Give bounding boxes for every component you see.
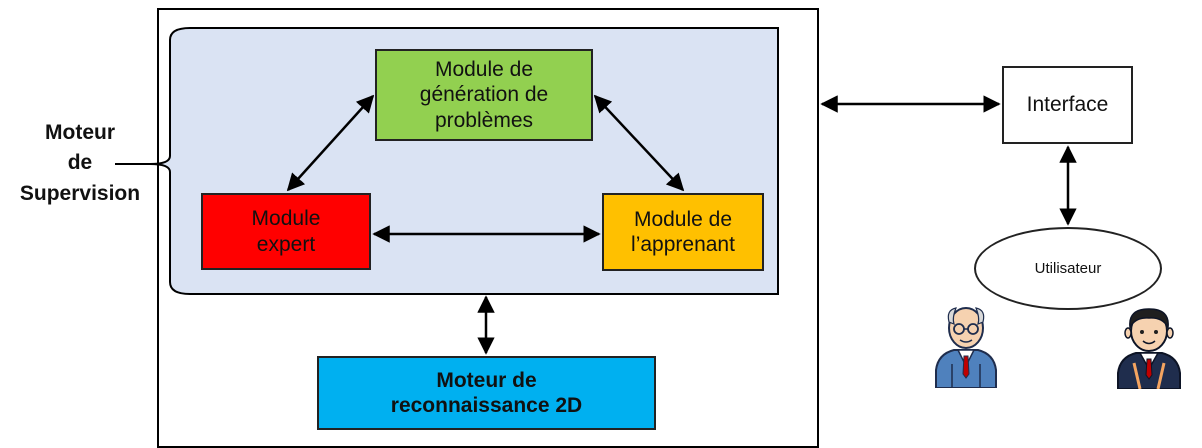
user-ellipse: Utilisateur bbox=[974, 227, 1162, 310]
expert-line2: expert bbox=[256, 232, 316, 256]
arrow-generation-learner bbox=[593, 94, 685, 192]
learner-module: Module de l’apprenant bbox=[602, 193, 764, 271]
student-icon bbox=[1117, 308, 1181, 389]
expert-line1: Module bbox=[251, 207, 321, 231]
expert-module: Module expert bbox=[201, 193, 371, 270]
recognition-engine: Moteur de reconnaissance 2D bbox=[317, 356, 656, 430]
learner-line2: l’apprenant bbox=[631, 233, 735, 256]
recognition-line2: reconnaissance 2D bbox=[390, 394, 583, 417]
user-label: Utilisateur bbox=[1034, 260, 1102, 277]
interface-box: Interface bbox=[1002, 66, 1133, 144]
supervision-engine-label: Moteur de Supervision bbox=[10, 118, 150, 209]
side-label-line1: Moteur bbox=[45, 121, 115, 144]
recognition-line1: Moteur de bbox=[436, 368, 537, 392]
side-label-line2: de bbox=[67, 151, 93, 175]
side-label-line3: Supervision bbox=[19, 181, 141, 205]
generation-line2: génération de bbox=[419, 83, 549, 107]
generation-line3: problèmes bbox=[434, 108, 534, 132]
arrow-generation-expert bbox=[286, 94, 375, 192]
problem-generation-module: Module de génération de problèmes bbox=[375, 49, 593, 141]
elderly-teacher-icon bbox=[935, 307, 997, 388]
generation-line1: Module de bbox=[434, 58, 534, 82]
learner-line1: Module de bbox=[633, 207, 733, 231]
interface-label: Interface bbox=[1026, 93, 1109, 117]
